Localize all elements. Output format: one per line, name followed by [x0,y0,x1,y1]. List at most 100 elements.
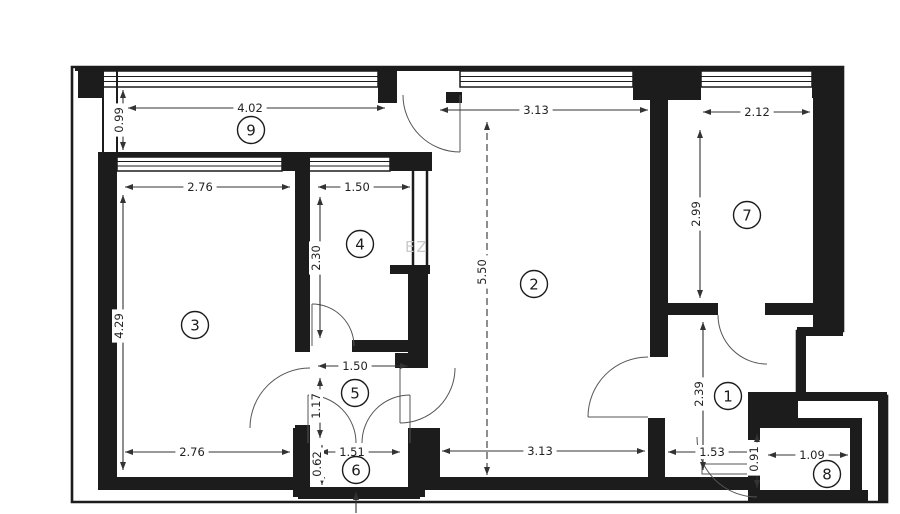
dimension-value: 2.12 [744,105,770,119]
wall-2-1-lower [648,418,665,490]
dimension-label: 2.76 [175,445,209,459]
room-number-7: 7 [732,200,762,230]
room-number-1: 1 [713,381,743,411]
room-number-8: 8 [812,459,842,489]
dimension-value: 1.09 [799,448,825,462]
dimension-label-bg [309,241,323,275]
dimension-label: 1.17 [309,389,323,423]
door-room3-hall5 [249,367,311,429]
window-room7-top [700,70,813,88]
room-number-text: 2 [529,276,539,294]
dimension-label-bg [523,444,557,458]
dimension-label: 0.99 [112,103,126,137]
dimension-label-bg [340,180,374,194]
wall-8-right [850,418,862,492]
walls [75,66,887,502]
dimension-label: 5.50 [475,255,489,289]
dimension-label-bg [338,359,372,373]
dimension-label: 3.13 [519,103,553,117]
wall-closet-jog [390,265,430,274]
dimension-label: 1.50 [340,180,374,194]
dimension-label: 1.53 [695,445,729,459]
dimension-label-bg [233,101,267,115]
room-number-circle [236,115,266,145]
room-number-6: 6 [341,455,371,485]
dimension-label-bg [112,103,126,137]
wall-bottom-room2-room1 [420,477,758,490]
dimension-label: 0.91 [747,442,761,476]
wall-room6-left [293,428,308,497]
dimension-label-bg [112,309,126,343]
dimension-value: 2.30 [309,245,323,271]
dimension-labels: 4.02 0.99 3.13 2.12 2.99 2.76 1.50 2.30 4.29 5.50… [112,101,829,481]
room-number-text: 7 [742,207,752,225]
dimension-label: 2.12 [740,105,774,119]
room-number-circle [180,310,210,340]
dimension-value: 4.02 [237,101,263,115]
window-room4-balcony [299,156,391,172]
dimension-label-bg [795,448,829,462]
dimension-value: 1.50 [344,180,370,194]
wall-exterior-left [98,153,117,490]
wall-8-left-upper [748,418,760,440]
dimension-label-bg [335,445,369,459]
room-number-3: 3 [180,310,210,340]
window-room3-balcony [116,156,283,172]
dimension-value: 2.99 [689,201,703,227]
dimension-value: 2.76 [187,180,213,194]
dimension-label: 1.09 [795,448,829,462]
dimension-label-bg [747,442,761,476]
dimension-value: 1.17 [309,393,323,419]
wall-4-2-lower [408,270,428,355]
wall-3-4 [295,152,310,352]
dimension-label: 1.50 [338,359,372,373]
room-number-circle [345,229,375,259]
dimension-value: 1.51 [339,445,365,459]
dimension-value: 5.50 [475,259,489,285]
room-number-2: 2 [519,269,549,299]
dimension-label-bg [175,445,209,459]
dimension-label-bg [695,445,729,459]
dimension-label: 4.29 [112,309,126,343]
door-jamb-balcony [446,92,462,103]
wall-8-top [748,418,860,428]
dimension-value: 1.50 [342,359,368,373]
door-room2-hall1 [587,356,649,418]
dimension-label: 2.39 [692,377,706,411]
room-number-circle [340,378,370,408]
dimension-label-bg [310,447,324,481]
window-balcony-9-top [102,70,379,88]
dimension-label: 3.13 [523,444,557,458]
door-balcony9-room2 [402,94,461,153]
room-number-text: 8 [822,466,832,484]
door-hall5-room4 [311,303,355,347]
dimension-label-bg [519,103,553,117]
window-room2-top [459,70,634,88]
room-number-text: 5 [350,385,360,403]
wall-exterior-right [813,66,842,332]
room-number-circle [812,459,842,489]
wall-2-7 [650,67,668,357]
dimension-value: 0.62 [310,451,324,477]
wall-pier-balcony-end [378,66,397,103]
room-number-text: 1 [723,388,733,406]
dimension-label-bg [309,389,323,423]
wall-bottom-room3 [98,477,298,490]
wall-1-8-upper [748,392,798,420]
room-number-text: 3 [190,317,200,335]
room-number-text: 9 [246,122,256,140]
dimension-label: 2.30 [309,241,323,275]
dimension-value: 1.53 [699,445,725,459]
wall-bottom-room6 [298,487,420,499]
windows [102,70,813,172]
wall-room6-right [408,428,425,497]
room-number-circle [519,269,549,299]
dimension-value: 3.13 [527,444,553,458]
watermark-text: EZ [405,238,429,256]
dimension-label-bg [475,255,489,289]
room-number-4: 4 [345,229,375,259]
dimension-label: 2.99 [689,197,703,231]
dimension-label: 2.76 [183,180,217,194]
